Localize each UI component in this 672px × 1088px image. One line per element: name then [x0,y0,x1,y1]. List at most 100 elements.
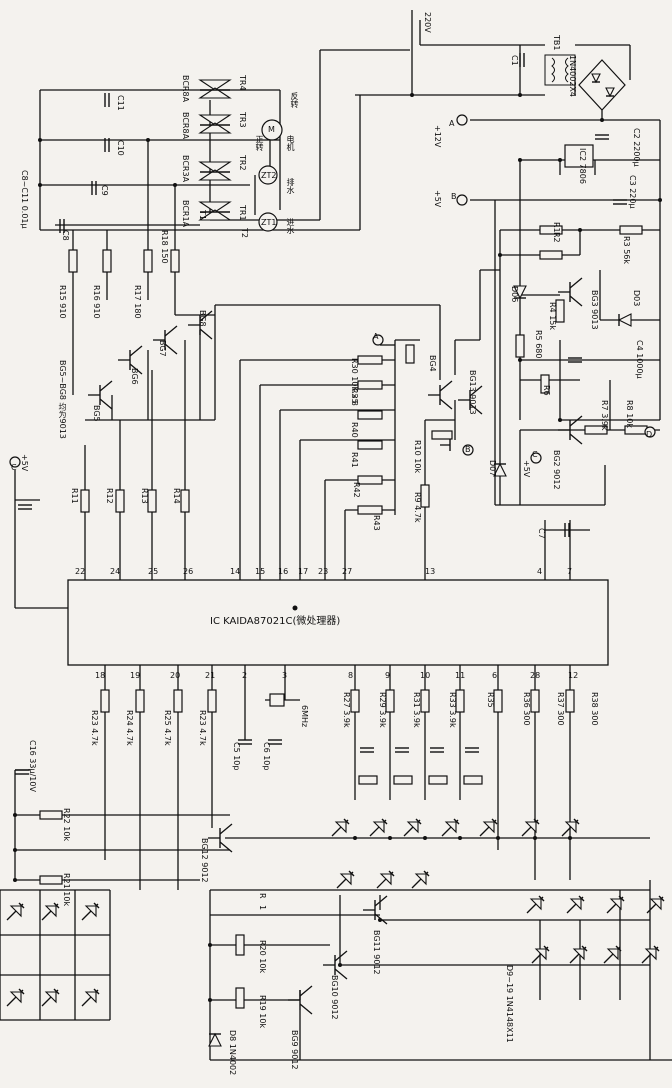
seg-r-0 [350,689,360,713]
node-a-keys-circle [372,334,384,346]
bg4-transistor [428,380,453,410]
led-matrix-2 [81,902,100,921]
ic-bottom-pin-20: 20 [170,671,180,680]
key-diode-c-0 [531,945,550,964]
triac-4 [198,79,232,99]
bridge-rectifier [578,59,626,111]
key-resistor-3 [357,440,383,450]
key-diode-b-0 [526,895,545,914]
c11-cap [104,93,110,107]
r19-resistor [235,987,245,1009]
seg-r-1 [385,689,395,713]
c6-cap [268,739,282,745]
led-row1-6 [561,818,580,837]
regulator-7806 [564,144,594,168]
c9-cap [91,181,97,195]
led-matrix-3 [6,988,25,1007]
r14-resistor [180,489,190,513]
ic-top-pin-17: 17 [298,567,308,576]
key-resistor-5 [357,505,383,515]
ic-bottom-pin-21: 21 [205,671,215,680]
bottom-r-0 [100,689,110,713]
components [6,53,665,1047]
seg-r-6 [565,689,575,713]
r15-resistor [68,249,78,273]
bridge-diode-2 [605,87,615,98]
led-row1-0 [331,818,350,837]
led-row1-4 [479,818,498,837]
r4-resistor [555,299,565,323]
node-c-power-circle [530,452,542,464]
key-diode-1 [376,870,395,889]
bg2-transistor [558,415,583,445]
key-resistor-1 [357,380,383,390]
ic-bottom-pin-11: 11 [455,671,465,680]
bg8-transistor [188,310,213,340]
c10-cap [104,138,110,152]
bg13-transistor [458,385,483,415]
key-diode-0 [336,870,355,889]
triac-3 [198,114,232,134]
ic-top-pin-26: 26 [183,567,193,576]
bridge-diode-1 [591,73,601,84]
node-a-rail [456,114,468,126]
r11-resistor [80,489,90,513]
d07-diode [493,462,507,477]
bg6-transistor [118,345,143,375]
triac-1 [198,201,232,221]
r9-resistor [420,484,430,508]
bottom-r-1 [135,689,145,713]
ic-top-pin-22: 22 [75,567,85,576]
seg-cap-3 [465,747,479,753]
c2-cap [595,134,609,140]
ic-bottom-pin-6: 6 [492,671,497,680]
seg-r-3 [455,689,465,713]
bg9-transistor [288,985,313,1015]
seg-pull-0 [358,775,378,785]
ic-bottom-pin-12: 12 [568,671,578,680]
key-diode-2 [411,870,430,889]
ic-top-pin-23: 23 [318,567,328,576]
ic-bottom-pin-19: 19 [130,671,140,680]
led-matrix-0 [6,902,25,921]
ic-top-pin-16: 16 [278,567,288,576]
ic-bottom-pin-9: 9 [385,671,390,680]
c3-cap [613,199,627,205]
r22-resistor [39,810,63,820]
node-b-rail [456,194,468,206]
node-b-keys-circle [462,444,474,456]
ic-bottom-pin-10: 10 [420,671,430,680]
key-diode-c-3 [641,945,660,964]
r2-resistor [539,250,563,260]
bottom-r-3 [207,689,217,713]
bg7-transistor [153,325,178,355]
r5-resistor [515,334,525,358]
ic-bottom-pin-28: 28 [530,671,540,680]
r8-resistor [624,425,648,435]
seg-pull-1 [393,775,413,785]
d8-diode [208,1032,222,1047]
ic-bottom-pin-3: 3 [282,671,287,680]
ic-body [67,579,609,666]
node-c-left-circle [9,456,21,468]
bg3-transistor [558,277,583,307]
c16-cap [15,769,29,775]
ic-bottom-pin-18: 18 [95,671,105,680]
led-row1-3 [441,818,460,837]
r20-resistor [235,934,245,956]
key-diode-b-3 [646,895,665,914]
r17-resistor [143,249,153,273]
r1-resistor [539,225,563,235]
seg-r-5 [530,689,540,713]
led-matrix-5 [81,988,100,1007]
seg-r-4 [493,689,503,713]
key-diode-b-2 [606,895,625,914]
zt2-valve [258,165,278,185]
led-row1-1 [369,818,388,837]
led-row1-2 [403,818,422,837]
seg-cap-1 [395,747,409,753]
r6-resistor [540,374,550,394]
ic-bottom-pin-8: 8 [348,671,353,680]
ic-bottom-pin-2: 2 [242,671,247,680]
crystal-6mhz [269,693,285,707]
